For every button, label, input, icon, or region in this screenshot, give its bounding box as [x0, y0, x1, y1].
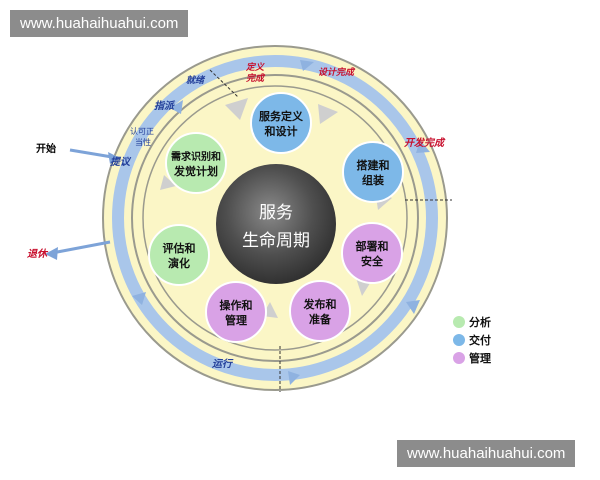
label-def-done-1: 定义	[245, 62, 265, 73]
center-title: 服务	[259, 203, 293, 223]
stage-label-5-line-1: 操作和	[220, 298, 253, 312]
legend-swatch-1	[453, 316, 465, 328]
blue-track	[112, 55, 438, 381]
stage-label-7-line-1: 需求识别和	[171, 150, 221, 163]
stage-label-6-line-1: 评估和	[163, 241, 196, 255]
stage-label-6-line-2: 演化	[168, 256, 190, 270]
label-start: 开始	[36, 142, 56, 155]
section-dividers	[209, 69, 452, 392]
label-def-done-2: 完成	[246, 73, 266, 84]
legend-label-2: 交付	[469, 333, 491, 347]
stage-label-2-line-2: 组装	[362, 173, 384, 187]
track-arrows	[132, 60, 430, 385]
label-design-done: 设计完成	[318, 67, 356, 78]
stage-label-3-line-2: 安全	[361, 254, 384, 268]
label-approve-2: 当性	[135, 137, 151, 147]
stage-label-3-line-1: 部署和	[356, 239, 389, 253]
stage-circle-4	[289, 280, 351, 342]
stage-label-5-line-2: 管理	[225, 313, 247, 327]
label-ready: 就绪	[186, 75, 206, 86]
legend-label-1: 分析	[469, 315, 491, 329]
label-retire: 退休	[27, 248, 49, 260]
legend-swatch-3	[453, 352, 465, 364]
stage-label-4-line-2: 准备	[309, 312, 332, 326]
stage-label-7-line-2: 发觉计划	[173, 164, 218, 178]
start-arrow-head	[108, 152, 120, 164]
stage-circle-6	[148, 224, 210, 286]
center-subtitle: 生命周期	[242, 231, 310, 251]
retire-arrow	[51, 240, 111, 255]
label-approve-1: 认可正	[130, 126, 154, 136]
stage-label-1-line-1: 服务定义	[259, 109, 304, 123]
retire-arrow-head	[45, 247, 58, 260]
stage-circle-2	[342, 141, 404, 203]
inner-ring	[142, 85, 408, 351]
label-operate: 运行	[212, 358, 234, 370]
stage-label-2-line-1: 搭建和	[357, 158, 390, 172]
legend-swatch-2	[453, 334, 465, 346]
stage-circle-1	[250, 92, 312, 154]
watermark-top: www.huahaihuahui.com	[10, 10, 189, 37]
stage-circle-5	[205, 281, 267, 343]
legend-label-3: 管理	[469, 351, 491, 365]
ring-labels: 定义 完成 设计完成 开发完成 就绪 指派 认可正 当性 提议 开始 退休 运行	[27, 62, 446, 370]
stage-circle-7	[165, 132, 227, 194]
label-assign: 指派	[154, 100, 176, 112]
stage-circle-3	[341, 222, 403, 284]
center-disk	[216, 164, 336, 284]
label-dev-done: 开发完成	[404, 137, 446, 149]
watermark-bottom: www.huahaihuahui.com	[397, 440, 576, 467]
label-propose: 提议	[110, 156, 132, 168]
stage-label-4-line-1: 发布和	[303, 297, 337, 311]
stage-label-1-line-2: 和设计	[265, 124, 298, 138]
